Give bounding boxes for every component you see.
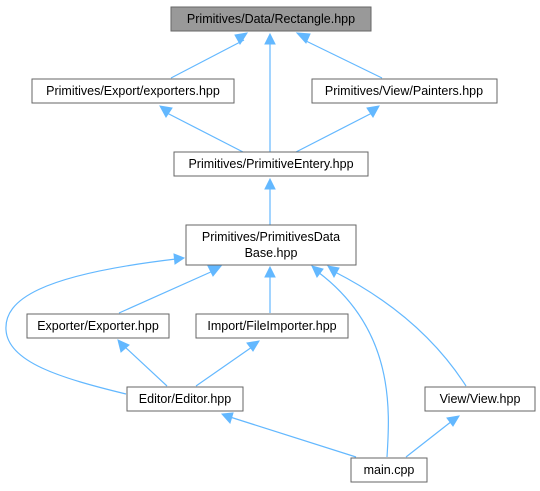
node-exporter-label: Exporter/Exporter.hpp [37, 319, 159, 333]
node-fileimporter-label: Import/FileImporter.hpp [207, 319, 336, 333]
node-view[interactable]: View/View.hpp [424, 386, 536, 412]
edge-editor-to-exporter-head [117, 339, 130, 353]
edge-editor-to-primitivesdatabase [5, 258, 177, 395]
node-fileimporter[interactable]: Import/FileImporter.hpp [195, 313, 349, 339]
edge-exporter-to-primitivesdatabase-head [207, 265, 223, 277]
edges [5, 32, 467, 458]
node-primitiveentery[interactable]: Primitives/PrimitiveEntery.hpp [173, 151, 369, 177]
edge-fileimporter-to-primitivesdatabase-head [264, 265, 276, 278]
edge-exporters-to-rectangle-head [234, 32, 249, 45]
node-editor-label: Editor/Editor.hpp [139, 392, 231, 406]
node-exporters[interactable]: Primitives/Export/exporters.hpp [31, 78, 235, 104]
edge-exporter-to-primitivesdatabase [118, 270, 214, 314]
edge-editor-to-exporter [124, 346, 168, 387]
edge-main-to-view [405, 420, 453, 458]
edge-main-to-view-head [446, 415, 460, 427]
edge-exporters-to-rectangle [170, 39, 245, 79]
edge-primitiveentery-to-exporters [166, 112, 244, 153]
node-primitivesdatabase-label-line1: Primitives/PrimitivesData [202, 230, 340, 244]
edge-primitivesdatabase-to-primitiveentery-head [264, 177, 276, 190]
node-primitivesdatabase[interactable]: Primitives/PrimitivesData Base.hpp [185, 224, 357, 266]
edge-editor-to-fileimporter-head [246, 340, 260, 352]
node-rectangle-label: Primitives/Data/Rectangle.hpp [187, 12, 355, 26]
node-main[interactable]: main.cpp [350, 457, 428, 483]
node-painters[interactable]: Primitives/View/Painters.hpp [311, 78, 498, 104]
edge-primitiveentery-to-exporters-head [159, 105, 173, 118]
nodes: Primitives/Data/Rectangle.hpp Primitives… [26, 6, 536, 483]
node-painters-label: Primitives/View/Painters.hpp [325, 84, 483, 98]
node-exporter[interactable]: Exporter/Exporter.hpp [26, 313, 170, 339]
node-exporters-label: Primitives/Export/exporters.hpp [46, 84, 220, 98]
node-rectangle[interactable]: Primitives/Data/Rectangle.hpp [170, 6, 372, 32]
node-main-label: main.cpp [364, 463, 415, 477]
node-primitiveentery-label: Primitives/PrimitiveEntery.hpp [188, 157, 353, 171]
edge-view-to-primitivesdatabase [334, 271, 467, 387]
edge-main-to-editor-head [220, 412, 234, 425]
node-primitivesdatabase-label-line2: Base.hpp [245, 246, 298, 260]
edge-primitiveentery-to-painters [295, 112, 373, 153]
edge-painters-to-rectangle [303, 39, 383, 79]
edge-editor-to-primitivesdatabase-head [173, 253, 186, 265]
edge-primitiveentery-to-rectangle-head [264, 32, 276, 45]
edge-view-to-primitivesdatabase-head [327, 265, 340, 279]
edge-main-to-editor [229, 416, 357, 458]
edge-main-to-primitivesdatabase-head [311, 265, 324, 278]
node-view-label: View/View.hpp [440, 392, 521, 406]
edge-editor-to-fileimporter [195, 346, 253, 387]
edge-main-to-primitivesdatabase [317, 271, 389, 458]
node-editor[interactable]: Editor/Editor.hpp [126, 386, 244, 412]
edge-primitiveentery-to-painters-head [366, 105, 380, 118]
edge-painters-to-rectangle-head [295, 32, 311, 44]
